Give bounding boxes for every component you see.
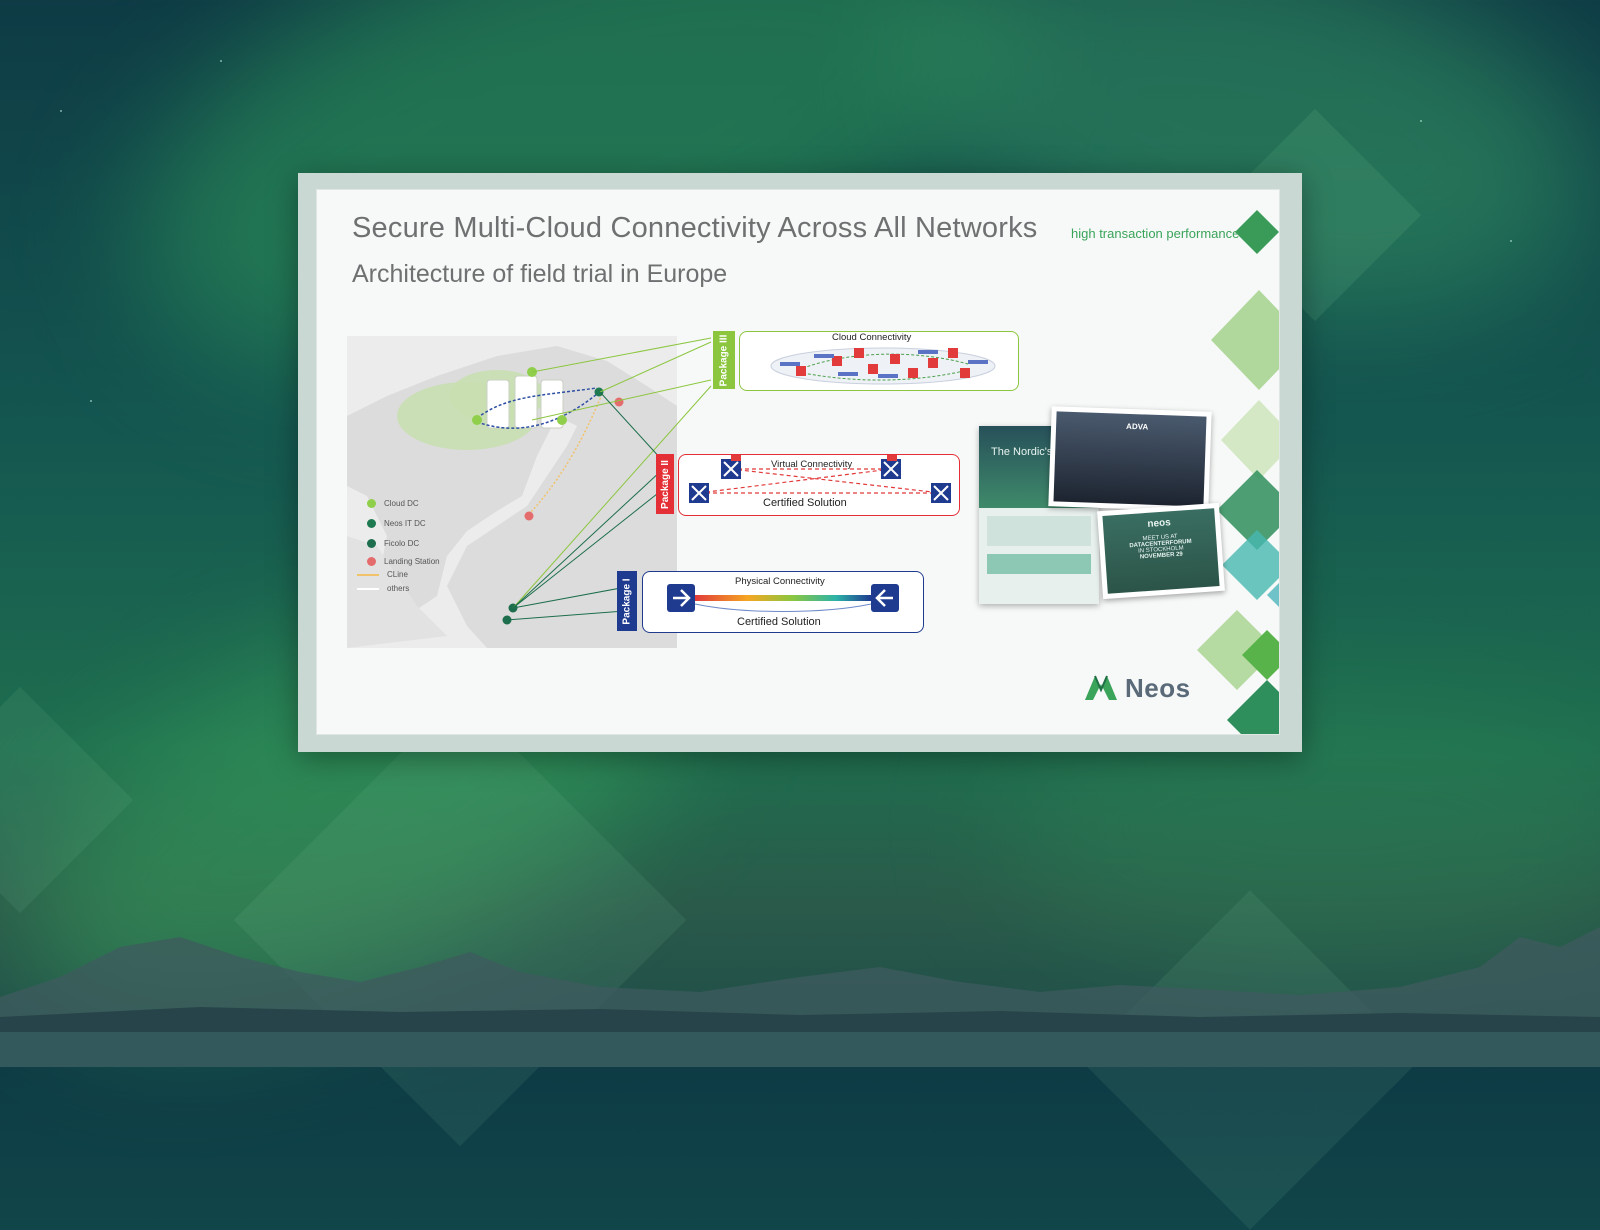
- legend-item: others: [357, 584, 409, 593]
- package-i-box: Physical Connectivity Certified Solution: [642, 571, 924, 633]
- presentation-slide: Secure Multi-Cloud Connectivity Across A…: [316, 189, 1280, 735]
- physical-connectivity-diagram: [667, 584, 899, 612]
- team-photo: ADVA: [1048, 406, 1212, 512]
- legend-item: Ficolo DC: [367, 539, 419, 548]
- cloud-connectivity-label: Cloud Connectivity: [832, 332, 912, 343]
- package-ii-box: Virtual Connectivity Certified Solution: [678, 454, 960, 516]
- virtual-connectivity-label: Virtual Connectivity: [771, 459, 853, 470]
- neos-logo-icon: [1085, 675, 1117, 700]
- neos-logo-text: Neos: [1125, 672, 1191, 703]
- poster-content: [987, 516, 1091, 546]
- poster-heading: The Nordic's: [991, 446, 1053, 458]
- poster-content: [987, 554, 1091, 574]
- package-i-tab: Package I: [617, 571, 637, 631]
- physical-connectivity-label: Physical Connectivity: [735, 576, 825, 587]
- package-ii-tab: Package II: [656, 454, 674, 514]
- star: [90, 400, 92, 402]
- neos-logo: Neos: [1081, 670, 1191, 706]
- star: [220, 60, 222, 62]
- star: [1420, 120, 1422, 122]
- photo-banner: ADVA: [1125, 421, 1149, 432]
- star: [60, 110, 62, 112]
- package-iii-tab: Package III: [713, 331, 735, 389]
- legend-item: Landing Station: [367, 557, 440, 566]
- legend-item: Cloud DC: [367, 499, 419, 508]
- slide-tagline: high transaction performance: [1071, 226, 1240, 241]
- star: [1510, 240, 1512, 242]
- certified-solution-label: Certified Solution: [763, 497, 847, 509]
- slide-frame: Secure Multi-Cloud Connectivity Across A…: [298, 173, 1302, 752]
- event-flyer-body: neos MEET US AT DATACENTERFORUM IN STOCK…: [1102, 508, 1220, 594]
- virtual-connectivity-diagram: [689, 455, 951, 503]
- cloud-network-diagram: [770, 347, 996, 385]
- slide-subtitle: Architecture of field trial in Europe: [352, 260, 728, 288]
- certified-solution-label: Certified Solution: [737, 616, 821, 628]
- mountain-silhouette: [0, 927, 1600, 1067]
- decorative-diamonds: [1197, 210, 1279, 734]
- package-iii-box: Cloud Connectivity: [739, 331, 1019, 391]
- legend-item: CLine: [357, 570, 408, 579]
- event-flyer: neos MEET US AT DATACENTERFORUM IN STOCK…: [1097, 502, 1225, 600]
- legend-item: Neos IT DC: [367, 519, 426, 528]
- slide-title: Secure Multi-Cloud Connectivity Across A…: [352, 212, 1038, 244]
- photo-people: ADVA: [1053, 411, 1207, 507]
